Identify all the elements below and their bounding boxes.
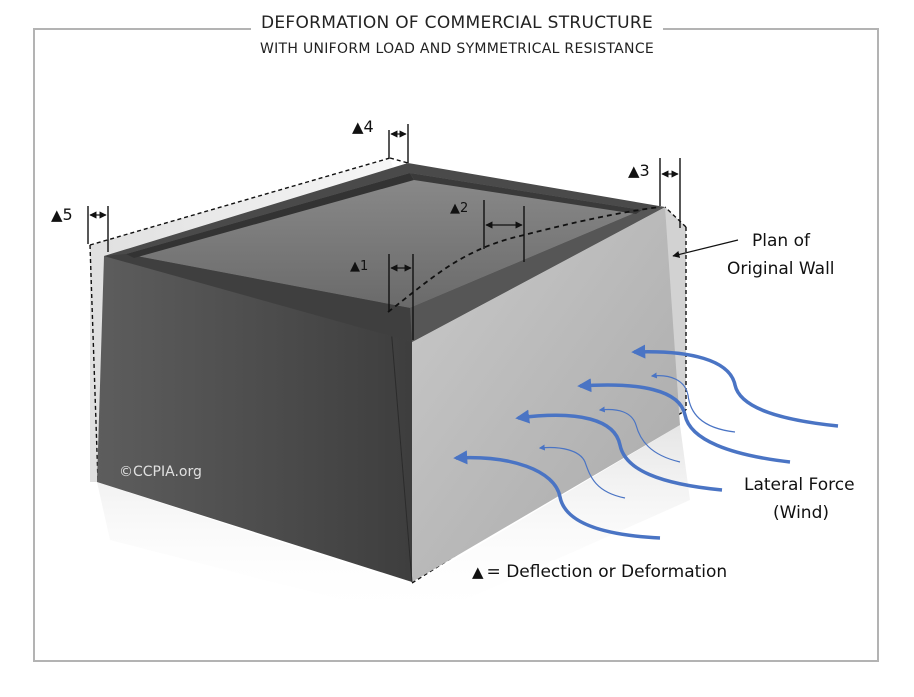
wind-arrow-thin-1 <box>650 372 736 433</box>
copyright-text: ©CCPIA.org <box>119 464 202 480</box>
left-wall <box>97 256 413 583</box>
ground-shadow <box>97 425 690 620</box>
diagram-title: DEFORMATION OF COMMERCIAL STRUCTURE <box>0 13 914 33</box>
wind-arrow-2 <box>577 378 791 464</box>
roof <box>104 163 665 342</box>
wind-arrow-thin-2 <box>598 406 681 463</box>
wind-arrow-3 <box>515 409 723 492</box>
deflection-marks <box>87 124 681 340</box>
wind-arrow-1 <box>631 344 839 428</box>
legend-text: ▲= Deflection or Deformation <box>472 562 727 582</box>
delta-5-label: ▲5 <box>51 205 73 224</box>
delta-2-label: ▲2 <box>450 201 468 216</box>
lateral-force-line1: Lateral Force <box>744 475 855 495</box>
delta-1-label: ▲1 <box>350 259 368 274</box>
plan-label-line2: Original Wall <box>727 259 835 279</box>
plan-label-line1: Plan of <box>752 231 811 251</box>
wind-arrow-4 <box>453 450 661 540</box>
lateral-force-callout: Lateral Force (Wind) <box>744 475 855 523</box>
deflection-curve <box>387 206 661 313</box>
right-wall <box>412 207 680 582</box>
wind-arrow-thin-3 <box>538 444 626 499</box>
delta-4-label: ▲4 <box>352 117 374 136</box>
diagram-subtitle: WITH UNIFORM LOAD AND SYMMETRICAL RESIST… <box>259 41 655 57</box>
deflection-labels: ▲4 ▲5 ▲3 ▲2 ▲1 <box>51 117 650 274</box>
delta-3-label: ▲3 <box>628 161 650 180</box>
wind-arrows <box>453 344 839 540</box>
legend: ▲= Deflection or Deformation <box>472 562 727 582</box>
plan-callout: Plan of Original Wall <box>672 231 835 279</box>
lateral-force-line2: (Wind) <box>773 503 829 523</box>
